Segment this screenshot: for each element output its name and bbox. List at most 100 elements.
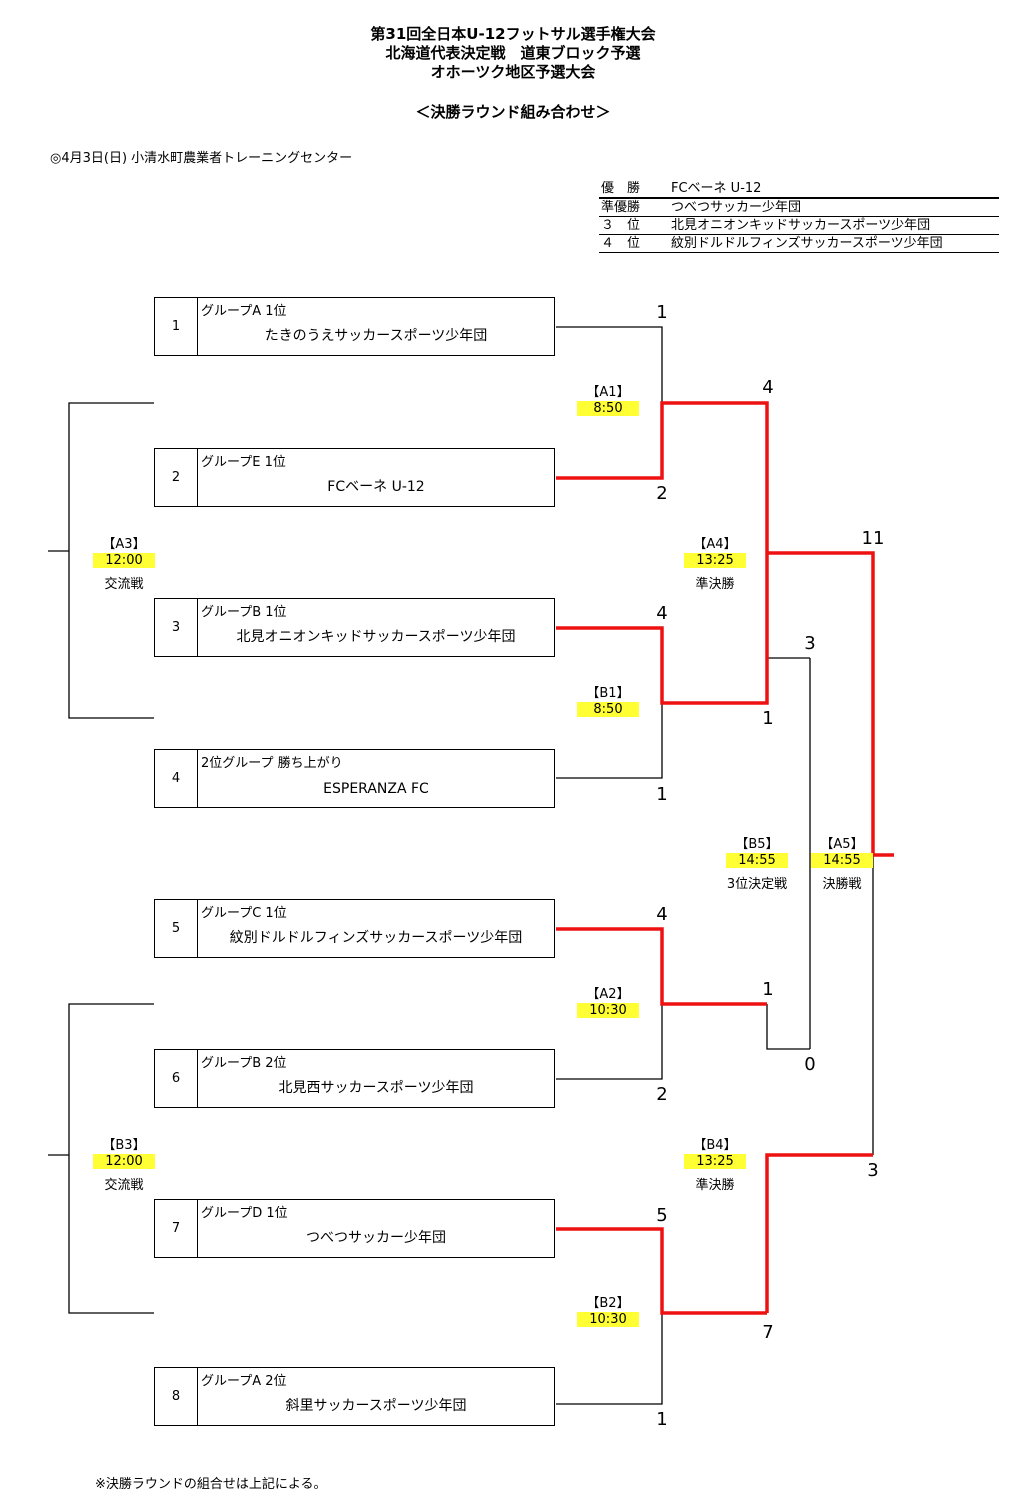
- team-group: 2位グループ 勝ち上がり: [201, 756, 343, 771]
- score-b4-bottom: 7: [762, 1322, 774, 1343]
- bracket-heading: ＜決勝ラウンド組み合わせ＞: [415, 103, 611, 121]
- match-time: 13:25: [684, 553, 746, 568]
- team-name: 紋別ドルドルフィンズサッカースポーツ少年団: [229, 930, 523, 946]
- match-round: 交流戦: [104, 577, 144, 592]
- match-code: 【A5】: [820, 837, 864, 852]
- bracket-line-b4-loser: [766, 1004, 810, 1050]
- result-team: つべつサッカー少年団: [671, 200, 802, 215]
- match-time: 12:00: [93, 1154, 155, 1169]
- match-label-b2: 【B2】 10:30: [568, 1296, 648, 1327]
- match-label-a5: 【A5】 14:55 決勝戦: [802, 837, 882, 892]
- score-b5-bottom: 0: [804, 1054, 816, 1075]
- score-a4-top: 4: [762, 377, 774, 398]
- score-a5-top: 11: [861, 528, 885, 549]
- match-label-b4: 【B4】 13:25 準決勝: [675, 1138, 755, 1193]
- result-rank: 優 勝: [601, 181, 641, 196]
- team-group: グループA 1位: [201, 304, 287, 319]
- match-round: 3位決定戦: [726, 877, 788, 892]
- bracket-line-a3: [68, 402, 154, 719]
- team-seed: 6: [155, 1050, 198, 1107]
- result-rank: ４ 位: [601, 236, 641, 251]
- result-row-4th: ４ 位 紋別ドルドルフィンズサッカースポーツ少年団: [599, 235, 999, 253]
- team-group: グループD 1位: [201, 1206, 288, 1221]
- winner-line-a1: [556, 401, 769, 553]
- match-code: 【B2】: [586, 1296, 630, 1311]
- match-round: 準決勝: [695, 1178, 735, 1193]
- team-box-1: 1 グループA 1位 たきのうえサッカースポーツ少年団: [154, 297, 555, 356]
- tournament-title: 第31回全日本U-12フットサル選手権大会: [370, 25, 656, 43]
- team-name: FCベーネ U-12: [327, 479, 425, 495]
- team-box-6: 6 グループB 2位 北見西サッカースポーツ少年団: [154, 1049, 555, 1108]
- team-group: グループA 2位: [201, 1374, 287, 1389]
- match-label-a2: 【A2】 10:30: [568, 987, 648, 1018]
- team-box-2: 2 グループE 1位 FCベーネ U-12: [154, 448, 555, 507]
- footnote: ※決勝ラウンドの組合せは上記による。: [95, 1477, 327, 1492]
- team-group: グループE 1位: [201, 455, 286, 470]
- team-box-7: 7 グループD 1位 つべつサッカー少年団: [154, 1199, 555, 1258]
- team-seed: 3: [155, 599, 198, 656]
- match-round: 交流戦: [104, 1178, 144, 1193]
- match-code: 【A4】: [693, 537, 737, 552]
- match-label-b5: 【B5】 14:55 3位決定戦: [717, 837, 797, 892]
- winner-line-a2: [556, 927, 767, 1006]
- team-box-4: 4 2位グループ 勝ち上がり ESPERANZA FC: [154, 749, 555, 808]
- match-label-a4: 【A4】 13:25 準決勝: [675, 537, 755, 592]
- team-seed: 2: [155, 449, 198, 506]
- score-b4-top: 1: [762, 979, 774, 1000]
- score-a2-bottom: 2: [656, 1084, 668, 1105]
- team-seed: 5: [155, 900, 198, 957]
- bracket-line-b3: [68, 1003, 154, 1314]
- score-b2-bottom: 1: [656, 1409, 668, 1430]
- match-code: 【B5】: [735, 837, 779, 852]
- winner-line-b4: [765, 1153, 873, 1313]
- result-team: 北見オニオンキッドサッカースポーツ少年団: [671, 218, 931, 233]
- result-row-1st: 優 勝 FCベーネ U-12: [599, 180, 999, 199]
- result-row-3rd: ３ 位 北見オニオンキッドサッカースポーツ少年団: [599, 217, 999, 235]
- team-group: グループB 2位: [201, 1056, 287, 1071]
- match-round: 準決勝: [695, 577, 735, 592]
- match-label-b3: 【B3】 12:00 交流戦: [84, 1138, 164, 1193]
- bracket-line-team6: [556, 1004, 663, 1080]
- tournament-subtitle-region: オホーツク地区予選大会: [430, 63, 596, 81]
- result-row-2nd: 準優勝 つべつサッカー少年団: [599, 199, 999, 217]
- match-code: 【B4】: [693, 1138, 737, 1153]
- match-time: 8:50: [577, 401, 639, 416]
- team-seed: 7: [155, 1200, 198, 1257]
- results-table: 優 勝 FCベーネ U-12 準優勝 つべつサッカー少年団 ３ 位 北見オニオン…: [599, 180, 999, 253]
- match-label-a3: 【A3】 12:00 交流戦: [84, 537, 164, 592]
- score-a1-bottom: 2: [656, 483, 668, 504]
- tournament-subtitle-block: 北海道代表決定戦 道東ブロック予選: [385, 44, 641, 62]
- winner-line-a4: [767, 551, 894, 857]
- score-a2-top: 4: [656, 904, 668, 925]
- match-time: 13:25: [684, 1154, 746, 1169]
- match-time: 14:55: [811, 853, 873, 868]
- result-team: FCベーネ U-12: [671, 181, 762, 196]
- team-box-3: 3 グループB 1位 北見オニオンキッドサッカースポーツ少年団: [154, 598, 555, 657]
- team-seed: 8: [155, 1368, 198, 1425]
- match-time: 10:30: [577, 1312, 639, 1327]
- team-box-8: 8 グループA 2位 斜里サッカースポーツ少年団: [154, 1367, 555, 1426]
- team-name: たきのうえサッカースポーツ少年団: [264, 328, 488, 344]
- match-code: 【A1】: [586, 385, 630, 400]
- team-seed: 4: [155, 750, 198, 807]
- bracket-line-team4: [556, 703, 663, 779]
- match-code: 【B3】: [102, 1138, 146, 1153]
- winner-line-b1: [556, 553, 769, 705]
- score-a1-top: 1: [656, 302, 668, 323]
- team-box-5: 5 グループC 1位 紋別ドルドルフィンズサッカースポーツ少年団: [154, 899, 555, 958]
- bracket-line-a4-loser: [766, 657, 810, 703]
- team-group: グループC 1位: [201, 906, 287, 921]
- score-b1-bottom: 1: [656, 784, 668, 805]
- match-time: 10:30: [577, 1003, 639, 1018]
- result-team: 紋別ドルドルフィンズサッカースポーツ少年団: [671, 236, 943, 251]
- match-code: 【A3】: [102, 537, 146, 552]
- team-name: 斜里サッカースポーツ少年団: [285, 1398, 467, 1414]
- score-b5-top: 3: [804, 633, 816, 654]
- result-rank: ３ 位: [601, 218, 641, 233]
- score-b1-top: 4: [656, 603, 668, 624]
- match-code: 【A2】: [586, 987, 630, 1002]
- venue-date: ◎4月3日(日) 小清水町農業者トレーニングセンター: [50, 151, 353, 166]
- match-code: 【B1】: [586, 686, 630, 701]
- winner-line-b2: [556, 1227, 767, 1315]
